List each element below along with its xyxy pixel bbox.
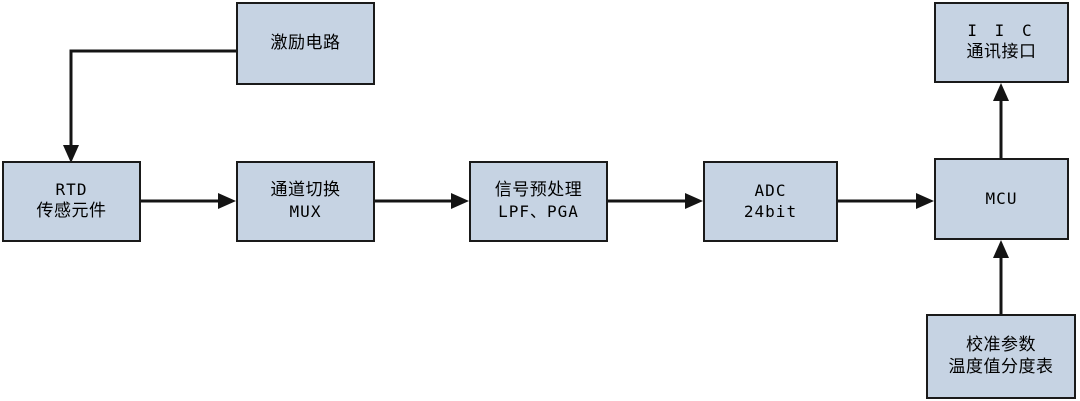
node-signal-preprocessing-label-1: 信号预处理: [494, 180, 583, 201]
node-signal-preprocessing-label-2: LPF、PGA: [498, 202, 579, 222]
node-rtd-sensor-label-2: 传感元件: [36, 200, 107, 221]
node-rtd-sensor-label-1: RTD: [55, 180, 88, 200]
node-rtd-sensor[interactable]: RTD 传感元件: [2, 161, 141, 242]
node-calibration-table-label-2: 温度值分度表: [948, 356, 1054, 377]
node-adc-label-1: ADC: [754, 181, 787, 201]
node-adc[interactable]: ADC 24bit: [703, 161, 838, 242]
node-iic-interface-label-1: I I C: [967, 21, 1036, 41]
node-channel-mux-label-2: MUX: [289, 202, 322, 222]
node-iic-interface[interactable]: I I C 通讯接口: [934, 2, 1069, 83]
node-signal-preprocessing[interactable]: 信号预处理 LPF、PGA: [469, 161, 608, 242]
edge-signal-to-adc: [608, 193, 703, 209]
node-channel-mux[interactable]: 通道切换 MUX: [236, 161, 375, 242]
node-excitation-circuit[interactable]: 激励电路: [236, 2, 375, 85]
node-iic-interface-label-2: 通讯接口: [966, 41, 1037, 62]
edge-rtd-to-mux: [141, 193, 236, 209]
edge-excitation-to-rtd: [63, 49, 236, 163]
edge-mcu-to-iic: [993, 83, 1009, 158]
edge-mux-to-signal: [375, 193, 469, 209]
edge-calibration-to-mcu: [993, 240, 1009, 314]
node-adc-label-2: 24bit: [743, 201, 798, 221]
node-channel-mux-label-1: 通道切换: [270, 180, 341, 201]
node-mcu[interactable]: MCU: [934, 158, 1069, 240]
edge-adc-to-mcu: [838, 193, 934, 209]
node-calibration-table-label-1: 校准参数: [966, 334, 1036, 355]
node-calibration-table[interactable]: 校准参数 温度值分度表: [926, 314, 1076, 399]
node-excitation-circuit-label: 激励电路: [270, 32, 341, 53]
node-mcu-label: MCU: [985, 188, 1018, 208]
